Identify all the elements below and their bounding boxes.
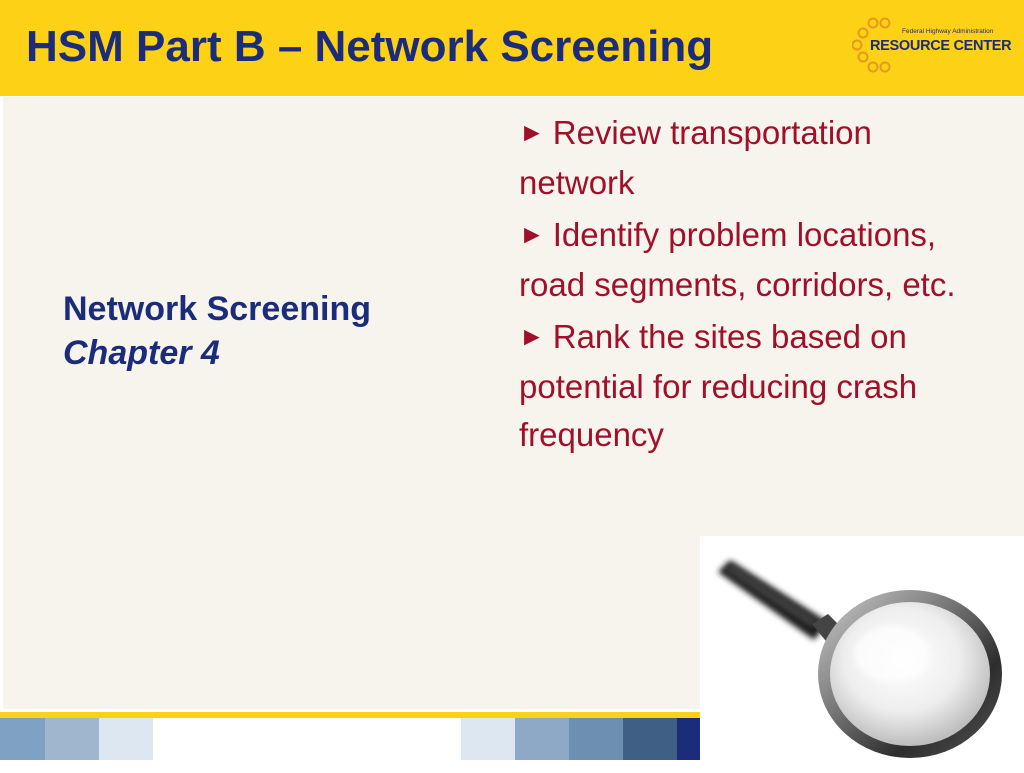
footer-accent-line	[0, 712, 1024, 718]
bullet-item: ►Rank the sites based on potential for r…	[519, 313, 989, 459]
bullet-text: Review transportation network	[519, 114, 872, 201]
footer-color-block	[515, 718, 569, 760]
bullet-item: ►Identify problem locations, road segmen…	[519, 211, 989, 309]
section-heading: Network Screening Chapter 4	[63, 287, 493, 375]
footer-color-block	[461, 718, 515, 760]
footer-color-block	[0, 718, 45, 760]
footer-color-block	[99, 718, 153, 760]
footer-color-block	[569, 718, 623, 760]
slide-header: HSM Part B – Network Screening Federal H…	[0, 0, 1024, 96]
bullet-text: Identify problem locations, road segment…	[519, 216, 956, 303]
footer-color-block	[677, 718, 703, 760]
logo-name-text: RESOURCE CENTER	[870, 38, 1012, 54]
magnifying-glass-image	[700, 536, 1024, 768]
arrow-right-icon: ►	[519, 219, 545, 249]
logo-dots-icon	[852, 17, 891, 73]
bullet-list: ►Review transportation network ►Identify…	[519, 109, 989, 463]
footer-color-block	[623, 718, 677, 760]
footer-color-block	[153, 718, 461, 760]
bullet-text: Rank the sites based on potential for re…	[519, 318, 918, 453]
resource-center-logo: Federal Highway Administration RESOURCE …	[852, 16, 1012, 76]
arrow-right-icon: ►	[519, 321, 545, 351]
section-title: Network Screening	[63, 290, 371, 328]
logo-agency-text: Federal Highway Administration	[902, 28, 994, 35]
chapter-label: Chapter 4	[63, 334, 220, 372]
magnifying-glass-icon	[718, 560, 1002, 758]
bullet-item: ►Review transportation network	[519, 109, 989, 207]
arrow-right-icon: ►	[519, 117, 545, 147]
slide-title: HSM Part B – Network Screening	[26, 22, 714, 71]
footer-color-block	[45, 718, 99, 760]
